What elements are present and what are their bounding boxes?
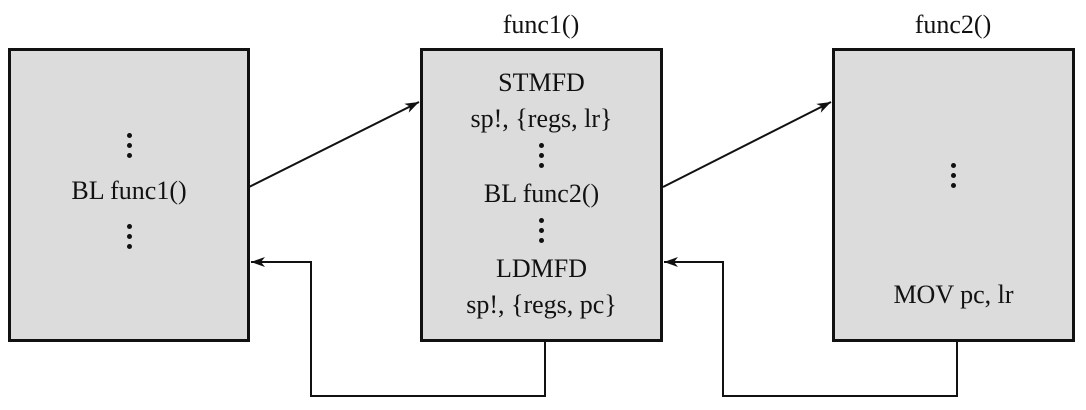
ellipsis-icon <box>11 224 247 254</box>
func1-box: STMFD sp!, {regs, lr} BL func2() LDMFD s… <box>420 48 663 342</box>
return-arrow-func1-to-caller <box>251 257 546 397</box>
ellipsis-icon <box>423 143 660 173</box>
ellipsis-icon <box>423 218 660 248</box>
caller-box: BL func1() <box>8 48 250 342</box>
stmfd-operands: sp!, {regs, lr} <box>470 104 613 133</box>
func2-box: MOV pc, lr <box>832 48 1075 342</box>
call-arrow-caller-to-func1 <box>248 101 420 188</box>
ldmfd-instruction: LDMFD <box>495 254 587 283</box>
func2-title: func2() <box>914 10 992 39</box>
ldmfd-operands: sp!, {regs, pc} <box>466 290 617 319</box>
bl-func2-instruction: BL func2() <box>483 179 600 208</box>
func1-title: func1() <box>502 10 580 39</box>
ellipsis-icon <box>835 163 1072 193</box>
return-arrow-func2-to-func1 <box>664 257 958 397</box>
call-arrow-func1-to-func2 <box>662 101 832 188</box>
bl-func1-instruction: BL func1() <box>71 176 187 205</box>
ellipsis-icon <box>11 133 247 163</box>
mov-pc-lr-instruction: MOV pc, lr <box>893 280 1014 309</box>
stmfd-instruction: STMFD <box>498 68 585 97</box>
